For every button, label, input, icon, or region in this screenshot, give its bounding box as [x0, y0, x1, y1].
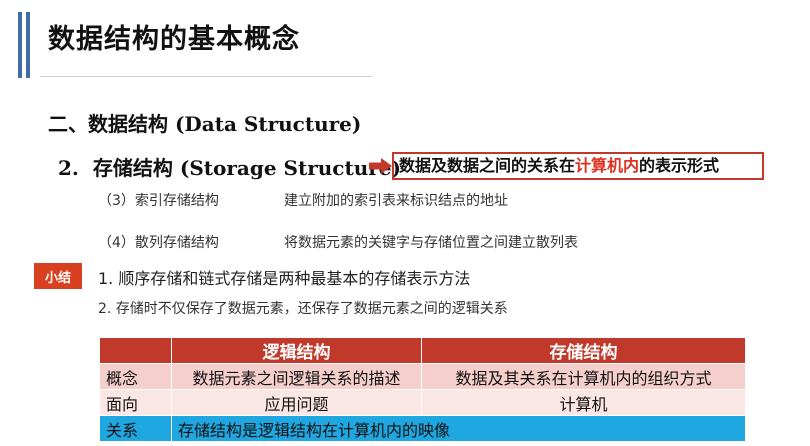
- summary-point-2: 2. 存储时不仅保存了数据元素，还保存了数据元素之间的逻辑关系: [98, 301, 508, 317]
- table-cell-merged: 存储结构是逻辑结构在计算机内的映像: [171, 415, 746, 442]
- item-desc-index-storage: 建立附加的索引表来标识结点的地址: [284, 193, 508, 209]
- section-heading: 二、数据结构 (Data Structure): [48, 108, 361, 137]
- callout-highlight: 计算机内: [575, 156, 640, 175]
- table-header-row: 逻辑结构 存储结构: [99, 337, 746, 364]
- table-row: 关系 存储结构是逻辑结构在计算机内的映像: [99, 415, 746, 442]
- callout-text-after: 的表示形式: [639, 156, 720, 175]
- summary-point-1: 1. 顺序存储和链式存储是两种最基本的存储表示方法: [98, 269, 471, 288]
- arrow-right-icon: [369, 158, 392, 174]
- table-cell: 数据元素之间逻辑关系的描述: [171, 363, 422, 390]
- item-label-index-storage: （3）索引存储结构: [98, 193, 219, 209]
- item-label-hash-storage: （4）散列存储结构: [98, 235, 219, 251]
- comparison-table: 逻辑结构 存储结构 概念 数据元素之间逻辑关系的描述 数据及其关系在计算机内的组…: [99, 337, 746, 442]
- title-accent-bar: [18, 12, 22, 78]
- item-desc-hash-storage: 将数据元素的关键字与存储位置之间建立散列表: [284, 235, 578, 251]
- title-accent-bar: [26, 12, 30, 78]
- subsection-number: 2.: [58, 156, 79, 180]
- summary-badge: 小结: [34, 263, 82, 289]
- subsection-cn: 存储结构: [92, 156, 173, 180]
- table-header-corner: [99, 337, 172, 364]
- table-cell: 应用问题: [171, 389, 422, 416]
- callout-text-before: 数据及数据之间的关系在: [399, 156, 576, 175]
- table-cell: 计算机: [421, 389, 746, 416]
- table-header-logical: 逻辑结构: [171, 337, 422, 364]
- page-title: 数据结构的基本概念: [48, 24, 300, 55]
- table-header-storage: 存储结构: [421, 337, 746, 364]
- table-row: 面向 应用问题 计算机: [99, 389, 746, 416]
- subsection-en: (Storage Structure): [179, 156, 401, 180]
- table-row-label: 概念: [99, 363, 172, 390]
- table-row-label: 面向: [99, 389, 172, 416]
- title-divider: [40, 76, 372, 77]
- subsection-heading: 2. 存储结构 (Storage Structure): [58, 152, 401, 181]
- table-row-label: 关系: [99, 415, 172, 442]
- section-heading-cn: 二、数据结构: [48, 112, 168, 136]
- definition-callout: 数据及数据之间的关系在计算机内的表示形式: [392, 152, 764, 180]
- table-row: 概念 数据元素之间逻辑关系的描述 数据及其关系在计算机内的组织方式: [99, 363, 746, 390]
- table-cell: 数据及其关系在计算机内的组织方式: [421, 363, 746, 390]
- section-heading-en: (Data Structure): [174, 112, 362, 136]
